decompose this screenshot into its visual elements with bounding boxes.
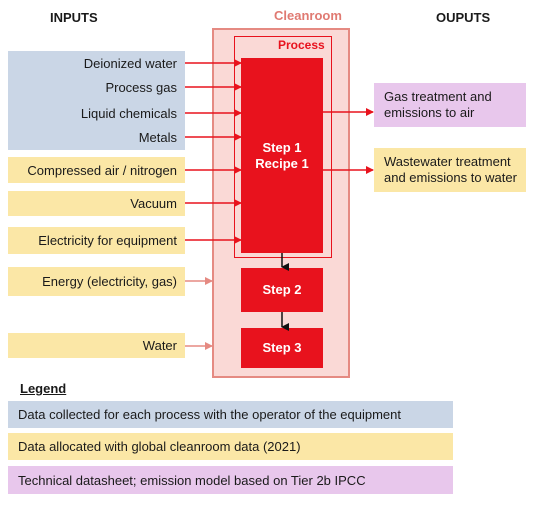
step-3: Step 3 [241,328,323,368]
input-deionized-water: Deionized water [83,55,177,71]
step1-recipe: Recipe 1 [255,155,309,171]
direct-inputs-group [8,51,185,150]
output-water-line1: Wastewater treatment [384,154,511,169]
output-water-line2: and emissions to water [384,170,517,185]
input-liquid-chemicals: Liquid chemicals [80,105,177,121]
input-metals: Metals [138,129,177,145]
outputs-header: OUPUTS [436,10,491,25]
cleanroom-header: Cleanroom [274,8,342,23]
inputs-header: INPUTS [50,10,98,25]
input-compressed-air: Compressed air / nitrogen [8,157,185,183]
legend-item-datasheet: Technical datasheet; emission model base… [8,466,453,494]
legend-title: Legend [20,381,67,396]
input-energy: Energy (electricity, gas) [8,267,185,296]
legend-item-collected: Data collected for each process with the… [8,401,453,428]
step1-title: Step 1 [262,139,302,155]
input-water: Water [8,333,185,358]
process-label: Process [278,38,325,52]
output-gas-line2: emissions to air [384,105,475,120]
process-box [234,36,332,258]
input-electricity: Electricity for equipment [8,227,185,254]
legend-item-allocated: Data allocated with global cleanroom dat… [8,433,453,460]
step-2: Step 2 [241,268,323,312]
output-gas-line1: Gas treatment and [384,89,492,104]
input-vacuum: Vacuum [8,191,185,216]
input-process-gas: Process gas [105,79,177,95]
